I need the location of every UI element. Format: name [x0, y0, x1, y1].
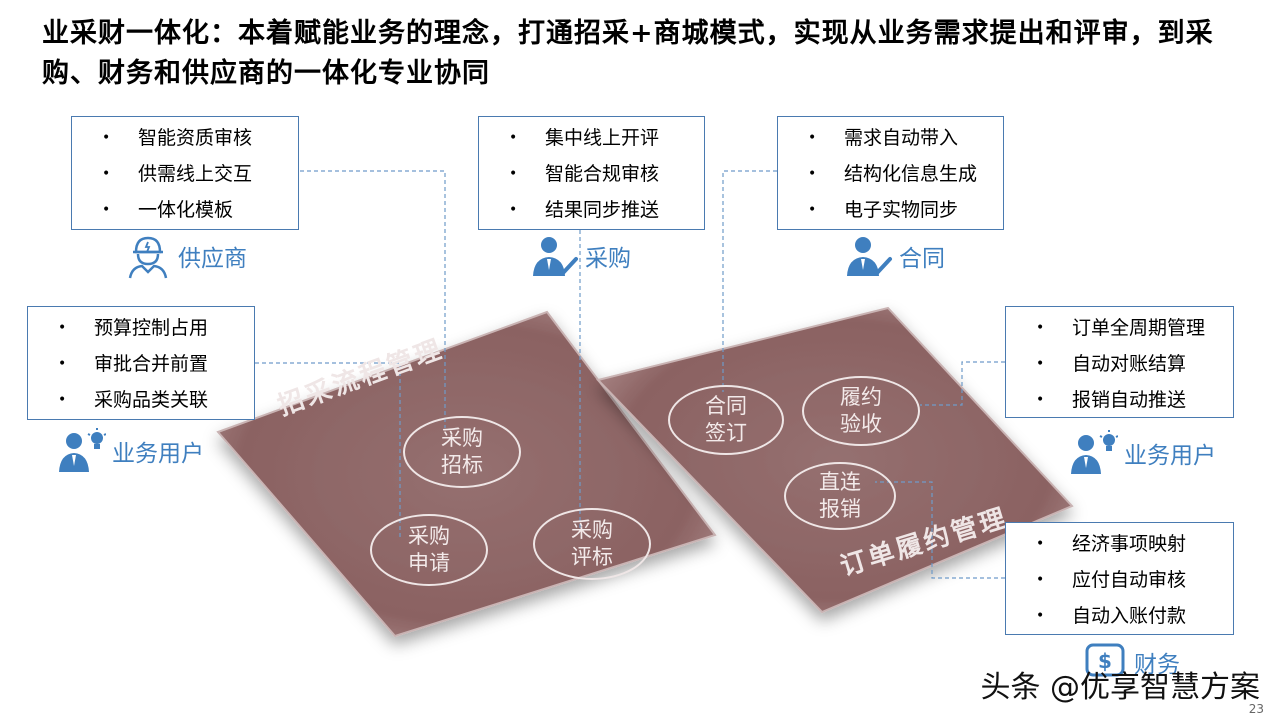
role-label: 合同 [899, 246, 945, 272]
right-panel [596, 306, 1074, 614]
user-idea-icon [1071, 430, 1118, 474]
list-item: 经济事项映射 [1006, 526, 1233, 562]
supplier-box: 智能资质审核 供需线上交互 一体化模板 [71, 116, 299, 230]
connector-finance [875, 481, 1005, 579]
list-item: 智能合规审核 [479, 156, 704, 192]
business-right-box: 订单全周期管理 自动对账结算 报销自动推送 [1005, 306, 1234, 418]
user-check-icon [533, 237, 578, 276]
money-icon: $ [1085, 643, 1125, 677]
page-title: 业采财一体化：本着赋能业务的理念，打通招采+商城模式，实现从业务需求提出和评审，… [42, 18, 1214, 89]
list-item: 智能资质审核 [72, 120, 298, 156]
watermark: 头条 @优享智慧方案 [980, 670, 1260, 705]
role-business-left: 业务用户 [58, 428, 204, 474]
role-business-right: 业务用户 [1070, 430, 1216, 476]
role-finance: $ 财务 [1084, 642, 1180, 682]
list-item: 审批合并前置 [28, 346, 254, 382]
business-left-box: 预算控制占用 审批合并前置 采购品类关联 [27, 306, 255, 420]
role-supplier: 供应商 [124, 232, 247, 280]
circle-acceptance[interactable]: 履约验收 [802, 376, 920, 446]
purchase-box: 集中线上开评 智能合规审核 结果同步推送 [478, 116, 705, 230]
list-item: 采购品类关联 [28, 382, 254, 418]
page-number: 23 [1248, 702, 1264, 716]
role-label: 供应商 [178, 246, 247, 272]
role-label: 财务 [1134, 652, 1180, 678]
user-check-icon [847, 237, 892, 276]
svg-text:$: $ [1098, 649, 1112, 673]
list-item: 电子实物同步 [778, 192, 1003, 228]
list-item: 供需线上交互 [72, 156, 298, 192]
list-item: 需求自动带入 [778, 120, 1003, 156]
role-label: 采购 [585, 246, 631, 272]
list-item: 报销自动推送 [1006, 382, 1233, 418]
role-contract: 合同 [845, 234, 945, 278]
connector-contract [722, 170, 777, 392]
list-item: 结构化信息生成 [778, 156, 1003, 192]
list-item: 结果同步推送 [479, 192, 704, 228]
connector-supplier [300, 170, 446, 428]
circle-contract-signing[interactable]: 合同签订 [668, 385, 784, 455]
list-item: 订单全周期管理 [1006, 310, 1233, 346]
contract-box: 需求自动带入 结构化信息生成 电子实物同步 [777, 116, 1004, 230]
user-idea-icon [59, 428, 106, 472]
connector-biz-right [920, 361, 1005, 406]
list-item: 自动对账结算 [1006, 346, 1233, 382]
role-label: 业务用户 [112, 441, 204, 467]
list-item: 应付自动审核 [1006, 562, 1233, 598]
worker-icon [128, 236, 168, 279]
circle-direct-reimbursement[interactable]: 直连报销 [784, 462, 896, 530]
role-purchase: 采购 [531, 234, 631, 278]
list-item: 自动入账付款 [1006, 598, 1233, 634]
list-item: 一体化模板 [72, 192, 298, 228]
connector-lines [255, 170, 1005, 579]
circle-purchase-request[interactable]: 采购申请 [370, 514, 488, 586]
list-item: 集中线上开评 [479, 120, 704, 156]
finance-box: 经济事项映射 应付自动审核 自动入账付款 [1005, 522, 1234, 635]
circle-purchase-tender[interactable]: 采购招标 [403, 416, 521, 488]
circle-bid-evaluation[interactable]: 采购评标 [533, 508, 651, 580]
list-item: 预算控制占用 [28, 310, 254, 346]
connector-biz-left [255, 362, 401, 540]
role-label: 业务用户 [1124, 443, 1216, 469]
